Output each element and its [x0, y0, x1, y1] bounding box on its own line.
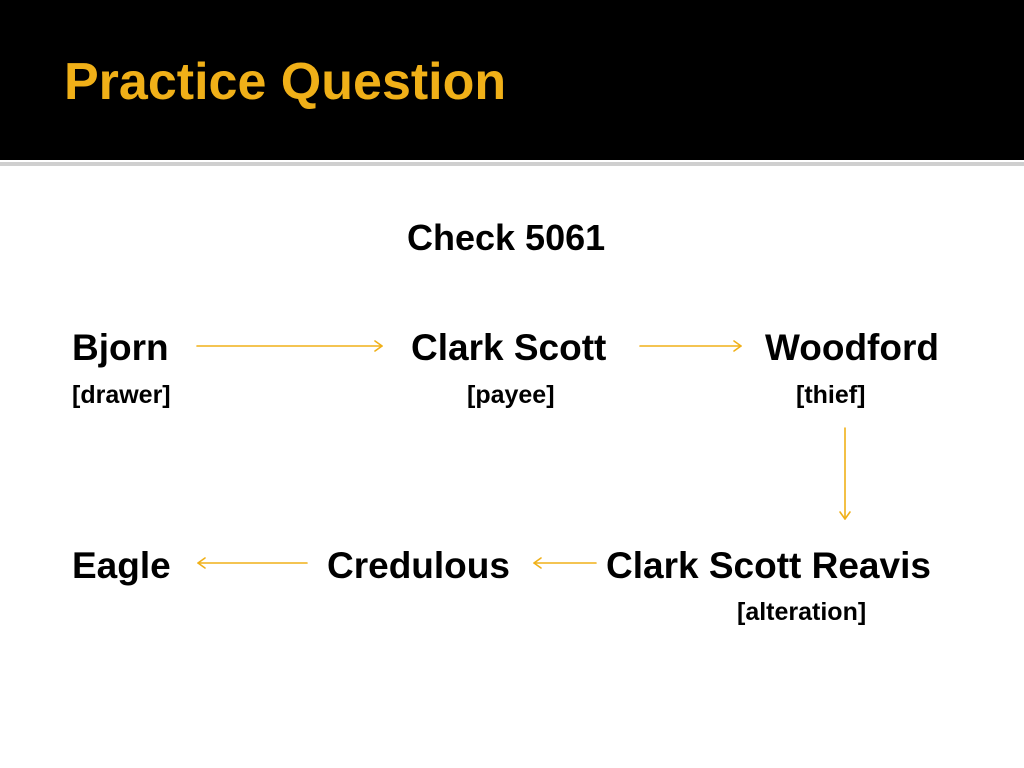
role-payee: [payee] — [467, 381, 555, 409]
arrow-credulous-to-eagle — [197, 557, 308, 569]
node-woodford: Woodford — [765, 327, 939, 368]
node-credulous: Credulous — [327, 545, 510, 586]
node-bjorn: Bjorn — [72, 327, 169, 368]
role-alteration: [alteration] — [737, 598, 867, 626]
arrow-woodford-to-clark-scott-reavis — [839, 427, 851, 520]
arrow-clark-scott-reavis-to-credulous — [533, 557, 597, 569]
title-bar — [0, 0, 1024, 160]
arrow-clark-scott-to-woodford — [639, 340, 742, 352]
role-drawer: [drawer] — [72, 381, 171, 409]
title-divider — [0, 162, 1024, 166]
node-clark-scott-reavis: Clark Scott Reavis — [606, 545, 931, 586]
node-eagle: Eagle — [72, 545, 171, 586]
check-heading: Check 5061 — [407, 217, 606, 258]
role-thief: [thief] — [796, 381, 866, 409]
slide-title: Practice Question — [64, 53, 507, 111]
node-clark-scott: Clark Scott — [411, 327, 607, 368]
arrow-bjorn-to-clark-scott — [196, 340, 383, 352]
